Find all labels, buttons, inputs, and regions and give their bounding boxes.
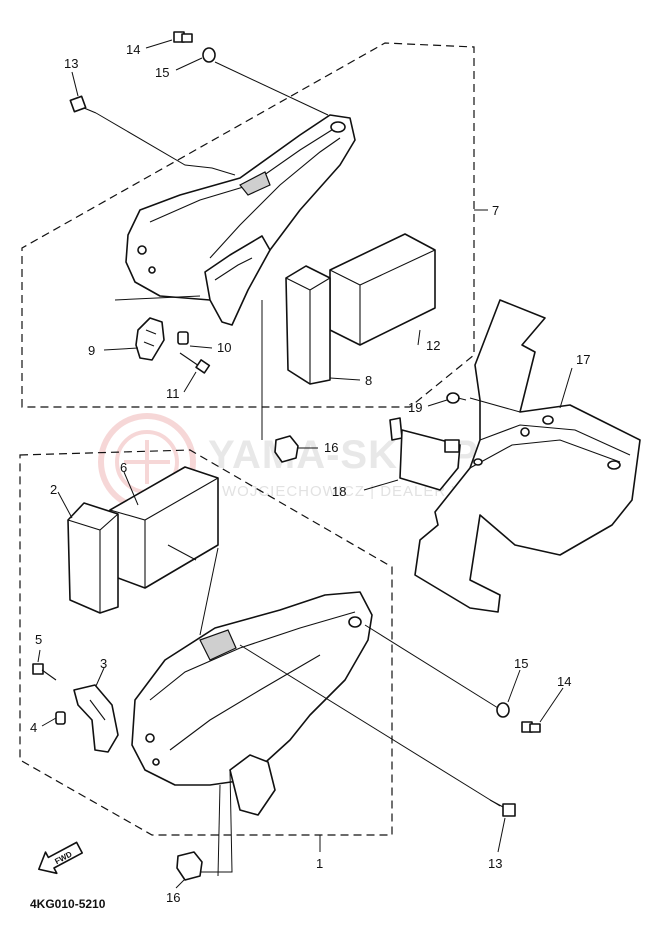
- callout-6: 6: [120, 460, 127, 475]
- callout-15-top: 15: [155, 65, 169, 80]
- pad-8: [285, 265, 331, 385]
- callout-13-top: 13: [64, 56, 78, 71]
- screw-5: [32, 663, 57, 681]
- callout-16-mid: 16: [324, 440, 338, 455]
- callout-9: 9: [88, 343, 95, 358]
- washer-15-top: [202, 47, 216, 63]
- callout-1: 1: [316, 856, 323, 871]
- callout-7: 7: [492, 203, 499, 218]
- callout-14-top: 14: [126, 42, 140, 57]
- leader-lines: [37, 39, 573, 889]
- assembly-lines: [95, 61, 521, 877]
- clip-9: [135, 317, 165, 361]
- callout-3: 3: [100, 656, 107, 671]
- forward-arrow-icon: FWD: [38, 841, 84, 875]
- callout-15-bottom: 15: [514, 656, 528, 671]
- callout-4: 4: [30, 720, 37, 735]
- bracket-17: [414, 299, 641, 613]
- callout-8: 8: [365, 373, 372, 388]
- callout-2: 2: [50, 482, 57, 497]
- callout-12: 12: [426, 338, 440, 353]
- callout-13-bottom: 13: [488, 856, 502, 871]
- strap-18: [389, 417, 461, 491]
- group-7-outline: [21, 42, 475, 408]
- callout-19: 19: [408, 400, 422, 415]
- grommet-10: [177, 331, 189, 345]
- callout-5: 5: [35, 632, 42, 647]
- watermark-subtitle: WOJCIECHOWICZ | DEALER YAMAHA: [222, 483, 519, 500]
- diagram-code: 4KG010-5210: [30, 897, 106, 911]
- bolt-14-top: [173, 31, 193, 43]
- lower-side-cover: [131, 591, 373, 816]
- callout-10: 10: [217, 340, 231, 355]
- grommet-4: [55, 711, 66, 725]
- callout-17: 17: [576, 352, 590, 367]
- pad-2: [67, 502, 119, 614]
- callout-16-bottom: 16: [166, 890, 180, 905]
- bolt-19: [446, 392, 467, 404]
- clip-3: [73, 684, 119, 753]
- screw-11: [179, 352, 211, 374]
- grommet-16-mid: [274, 435, 299, 463]
- callout-18: 18: [332, 484, 346, 499]
- grommet-16-bottom: [176, 851, 203, 881]
- callout-11: 11: [166, 386, 180, 401]
- upper-side-cover: [125, 114, 356, 326]
- washer-15-bottom: [496, 702, 510, 718]
- group-1-outline: [19, 449, 393, 836]
- bolt-14-bottom: [521, 721, 541, 733]
- bolt-13-top: [69, 95, 97, 114]
- callout-14-bottom: 14: [557, 674, 571, 689]
- pad-12: [329, 233, 436, 346]
